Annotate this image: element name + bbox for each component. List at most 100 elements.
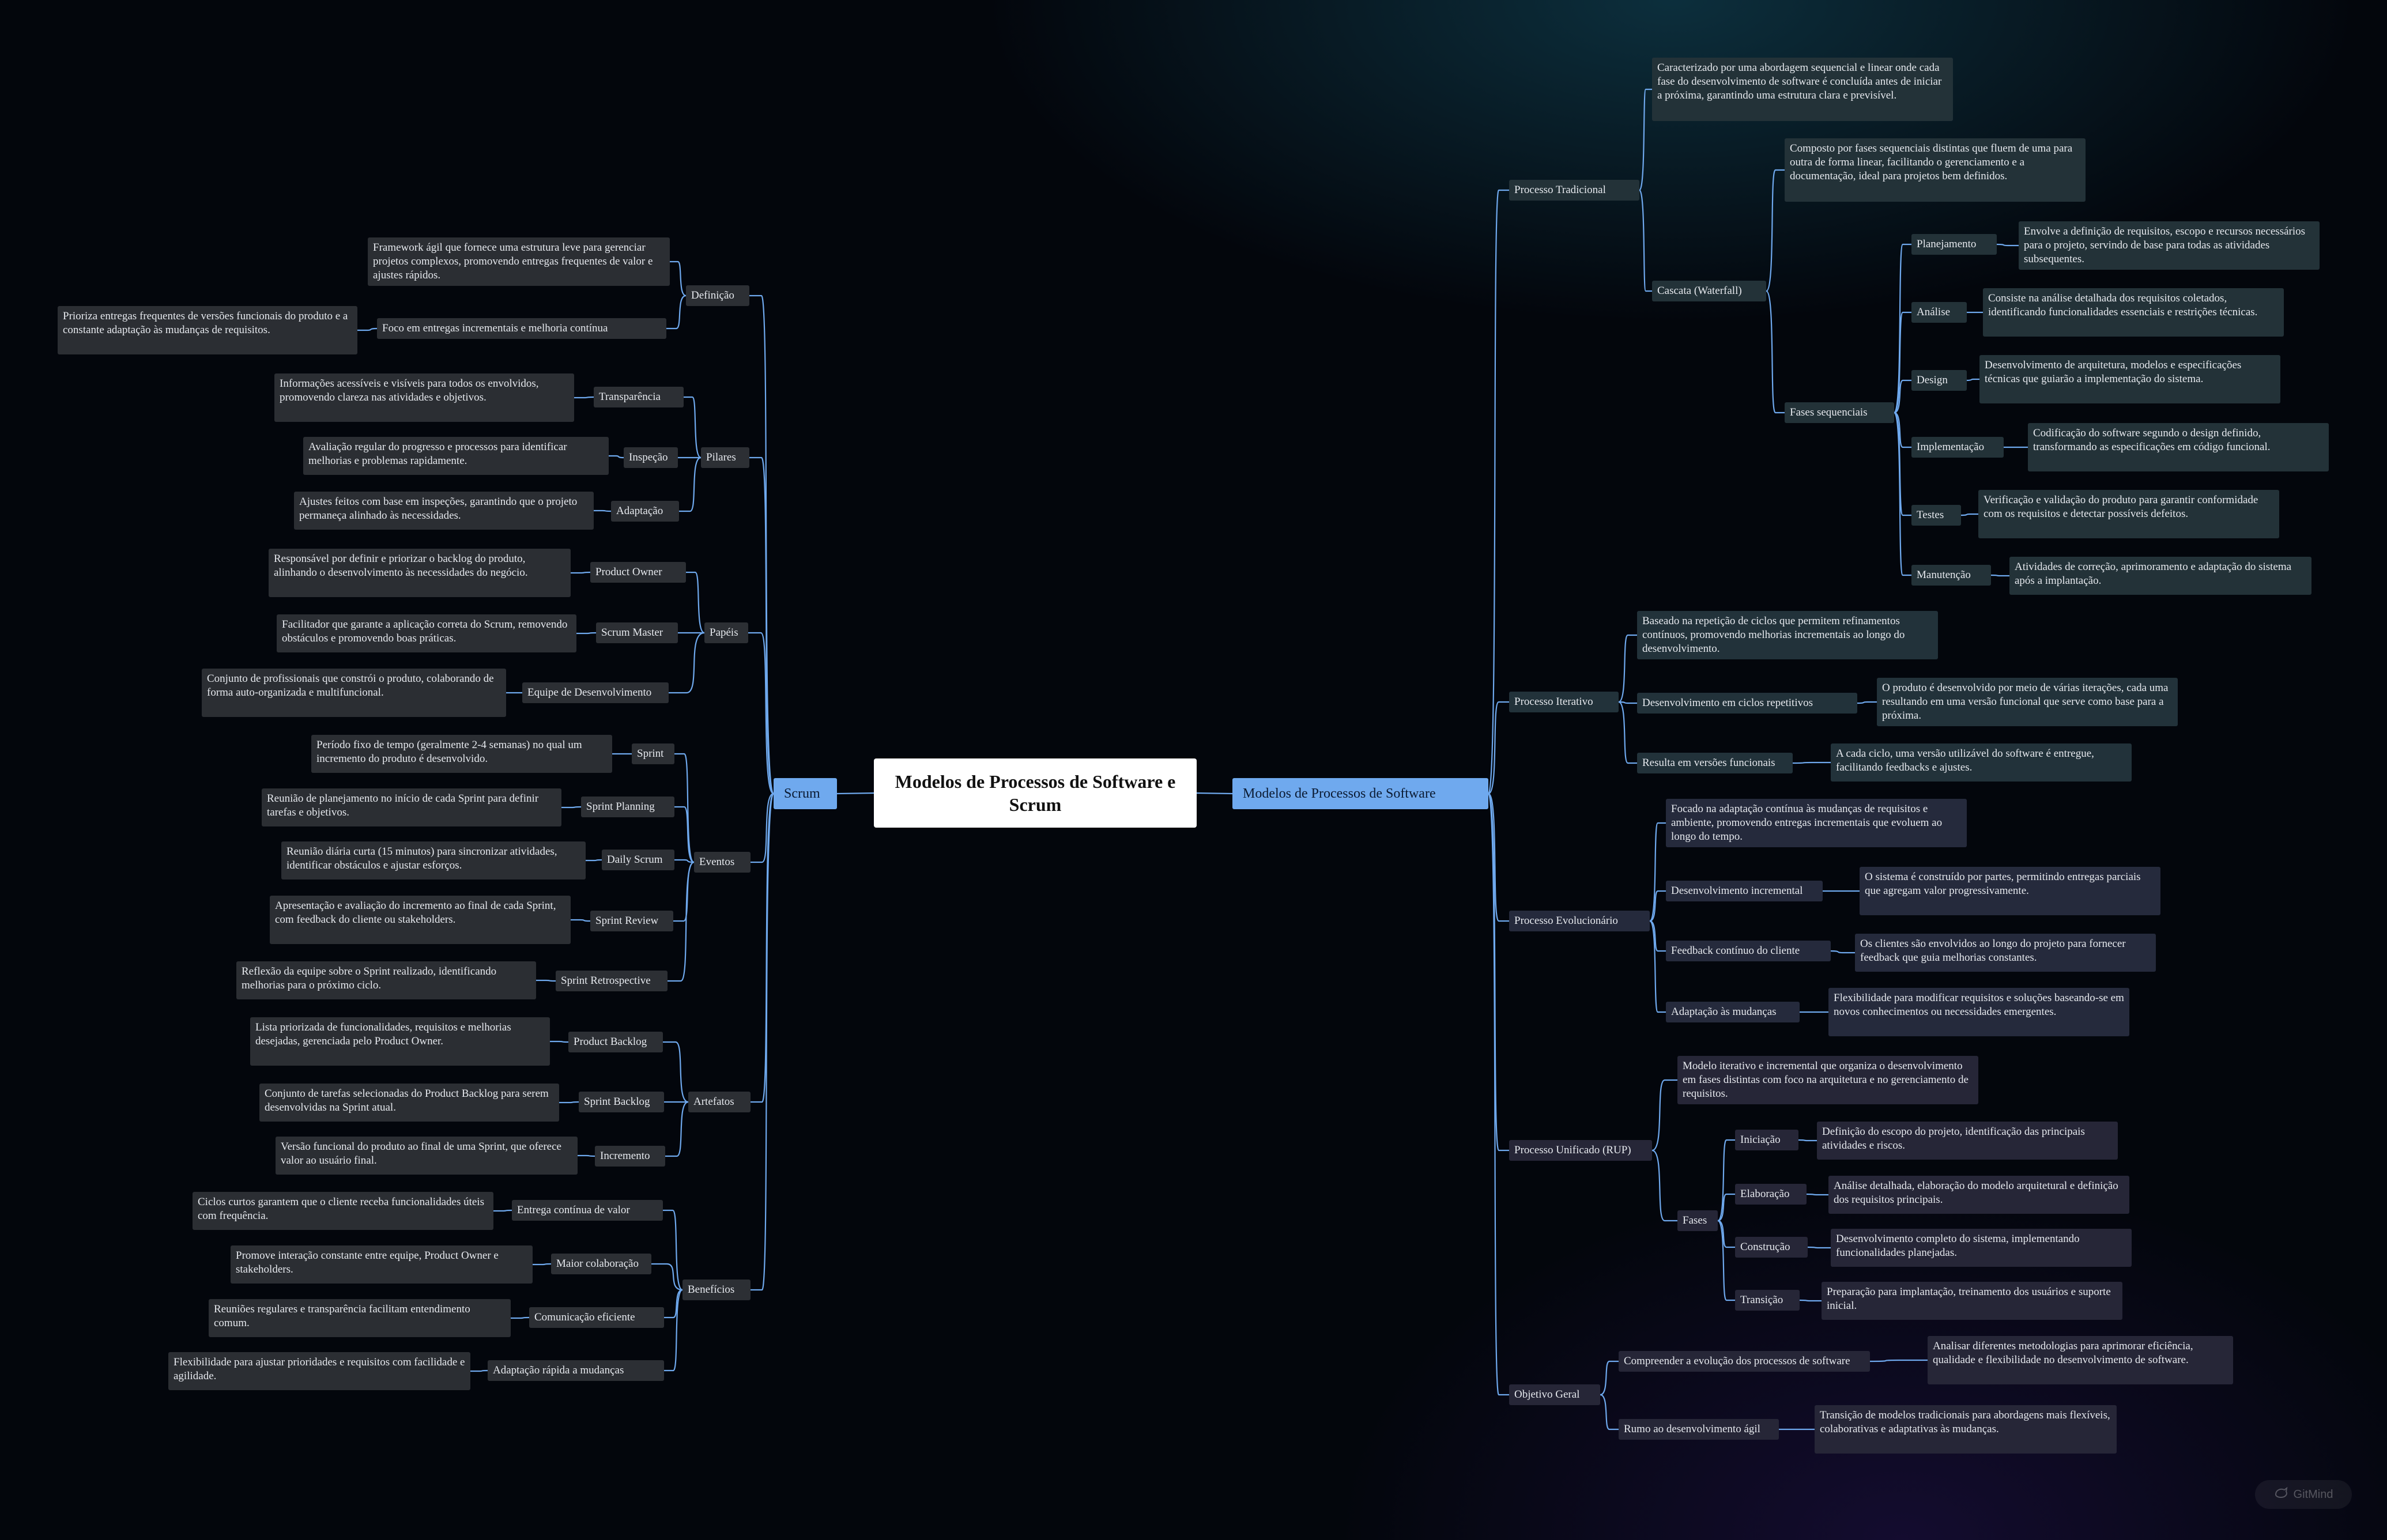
connector-line xyxy=(1649,822,1666,922)
mod-transicao[interactable]: Transição xyxy=(1735,1290,1800,1311)
scrum-sprint-backlog[interactable]: Sprint Backlog xyxy=(579,1092,664,1112)
scrum-sprint-planning[interactable]: Sprint Planning xyxy=(581,797,674,817)
scrum-incremento-desc: Versão funcional do produto ao final de … xyxy=(276,1137,578,1175)
mod-implementacao[interactable]: Implementação xyxy=(1911,437,2004,458)
connector-line xyxy=(1893,412,1911,516)
connector-line xyxy=(1799,1299,1822,1302)
scrum-product-owner[interactable]: Product Owner xyxy=(590,562,686,583)
mod-tradicional[interactable]: Processo Tradicional xyxy=(1509,180,1639,201)
connector-line xyxy=(1638,189,1652,292)
connector-line xyxy=(1618,634,1637,703)
scrum-definicao[interactable]: Definição xyxy=(686,285,749,306)
mod-fases-sequenciais[interactable]: Fases sequenciais xyxy=(1785,402,1894,423)
scrum-eventos[interactable]: Eventos xyxy=(694,852,751,873)
scrum-sprint-review[interactable]: Sprint Review xyxy=(590,911,673,931)
scrum-sprint-review-desc: Apresentação e avaliação do incremento a… xyxy=(270,896,571,944)
scrum-inspecao[interactable]: Inspeção xyxy=(624,447,678,468)
scrum-equipe-desc: Conjunto de profissionais que constrói o… xyxy=(202,669,506,717)
scrum-artefatos[interactable]: Artefatos xyxy=(688,1092,751,1112)
connector-line xyxy=(665,1101,689,1157)
mod-implementacao-desc: Codificação do software segundo o design… xyxy=(2028,423,2329,471)
connector-line xyxy=(751,792,775,1103)
connector-line xyxy=(684,396,702,459)
scrum-transparencia-desc: Informações acessíveis e visíveis para t… xyxy=(274,373,574,422)
scrum-equipe[interactable]: Equipe de Desenvolvimento xyxy=(522,682,669,703)
connector-line xyxy=(663,1041,689,1103)
connector-line xyxy=(1618,701,1637,764)
scrum-product-backlog[interactable]: Product Backlog xyxy=(568,1032,663,1052)
connector-line xyxy=(1487,792,1509,922)
mod-incremental[interactable]: Desenvolvimento incremental xyxy=(1666,881,1823,901)
mod-transicao-desc: Preparação para implantação, treinamento… xyxy=(1822,1282,2122,1320)
scrum-incremento[interactable]: Incremento xyxy=(595,1146,665,1167)
scrum-inspecao-desc: Avaliação regular do progresso e process… xyxy=(303,437,609,475)
mod-adaptacao-mudancas[interactable]: Adaptação às mudanças xyxy=(1666,1002,1800,1022)
connector-line xyxy=(1765,169,1785,292)
mod-iterativo-desc: Baseado na repetição de ciclos que permi… xyxy=(1637,611,1938,659)
connector-line xyxy=(1807,1246,1831,1249)
scrum-definicao-foco[interactable]: Foco em entregas incrementais e melhoria… xyxy=(377,318,666,339)
scrum-adaptacao[interactable]: Adaptação xyxy=(611,501,679,522)
connector-line xyxy=(1857,701,1877,704)
connector-line xyxy=(1894,412,1911,448)
scrum-maior-colaboracao-desc: Promove interação constante entre equipe… xyxy=(231,1245,533,1284)
branch-modelos[interactable]: Modelos de Processos de Software xyxy=(1232,778,1488,809)
connector-line xyxy=(1649,890,1666,922)
scrum-sprint-retrospective-desc: Reflexão da equipe sobre o Sprint realiz… xyxy=(236,961,536,999)
mod-iniciacao[interactable]: Iniciação xyxy=(1735,1130,1798,1150)
mod-testes-desc: Verificação e validação do produto para … xyxy=(1978,490,2279,538)
mod-planejamento[interactable]: Planejamento xyxy=(1911,234,1997,255)
scrum-maior-colaboracao[interactable]: Maior colaboração xyxy=(551,1254,651,1274)
mod-cascata-desc: Composto por fases sequenciais distintas… xyxy=(1785,138,2086,202)
mod-evolucionario[interactable]: Processo Evolucionário xyxy=(1509,911,1650,931)
scrum-sprint-retrospective[interactable]: Sprint Retrospective xyxy=(556,971,668,991)
root-topic[interactable]: Modelos de Processos de Software e Scrum xyxy=(874,758,1197,828)
scrum-comunicacao-eficiente-desc: Reuniões regulares e transparência facil… xyxy=(209,1299,511,1337)
scrum-papeis[interactable]: Papéis xyxy=(704,622,748,643)
connector-line xyxy=(674,806,695,863)
mod-rumo[interactable]: Rumo ao desenvolvimento ágil xyxy=(1619,1419,1779,1440)
connector-line xyxy=(1651,1079,1677,1152)
scrum-entrega-continua[interactable]: Entrega contínua de valor xyxy=(512,1200,663,1221)
connector-line xyxy=(674,859,695,863)
connector-line xyxy=(1806,1193,1828,1196)
mod-feedback[interactable]: Feedback contínuo do cliente xyxy=(1666,941,1831,961)
connector-line xyxy=(751,792,774,863)
mod-analise[interactable]: Análise xyxy=(1911,302,1967,323)
scrum-pilares[interactable]: Pilares xyxy=(701,447,749,468)
mod-versoes[interactable]: Resulta em versões funcionais xyxy=(1637,753,1793,773)
mod-objetivo[interactable]: Objetivo Geral xyxy=(1509,1384,1600,1405)
mod-compreender-desc: Analisar diferentes metodologias para ap… xyxy=(1928,1336,2233,1384)
scrum-transparencia[interactable]: Transparência xyxy=(594,387,684,407)
mod-ciclos[interactable]: Desenvolvimento em ciclos repetitivos xyxy=(1637,693,1857,714)
mod-rup[interactable]: Processo Unificado (RUP) xyxy=(1509,1140,1652,1161)
mod-iterativo[interactable]: Processo Iterativo xyxy=(1509,692,1619,712)
connector-line xyxy=(1649,920,1666,1013)
mod-analise-desc: Consiste na análise detalhada dos requis… xyxy=(1983,288,2284,337)
scrum-beneficios[interactable]: Benefícios xyxy=(682,1279,751,1300)
branch-scrum[interactable]: Scrum xyxy=(774,778,837,809)
scrum-sprint-backlog-desc: Conjunto de tarefas selecionadas do Prod… xyxy=(259,1084,559,1122)
connector-line xyxy=(836,792,874,795)
mod-elaboracao[interactable]: Elaboração xyxy=(1735,1184,1807,1205)
connector-line xyxy=(550,1040,569,1043)
mod-testes[interactable]: Testes xyxy=(1911,505,1961,526)
mod-iniciacao-desc: Definição do escopo do projeto, identifi… xyxy=(1817,1122,2118,1160)
connector-line xyxy=(1990,574,2009,577)
mod-cascata[interactable]: Cascata (Waterfall) xyxy=(1652,281,1766,301)
mod-manutencao[interactable]: Manutenção xyxy=(1911,565,1991,586)
scrum-daily-scrum[interactable]: Daily Scrum xyxy=(602,850,674,870)
mod-compreender[interactable]: Compreender a evolução dos processos de … xyxy=(1619,1351,1870,1372)
mod-construcao[interactable]: Construção xyxy=(1735,1237,1808,1258)
mod-fases[interactable]: Fases xyxy=(1677,1210,1718,1231)
scrum-scrum-master[interactable]: Scrum Master xyxy=(596,622,678,643)
scrum-comunicacao-eficiente[interactable]: Comunicação eficiente xyxy=(529,1307,664,1328)
scrum-sprint[interactable]: Sprint xyxy=(632,743,674,764)
scrum-adaptacao-rapida[interactable]: Adaptação rápida a mudanças xyxy=(488,1360,664,1381)
gitmind-logo-icon xyxy=(2274,1486,2289,1503)
mod-design[interactable]: Design xyxy=(1911,370,1967,391)
connector-line xyxy=(679,456,702,512)
mod-elaboracao-desc: Análise detalhada, elaboração do modelo … xyxy=(1828,1176,2129,1214)
connector-line xyxy=(1488,701,1509,795)
mod-versoes-desc: A cada ciclo, uma versão utilizável do s… xyxy=(1831,743,2132,782)
